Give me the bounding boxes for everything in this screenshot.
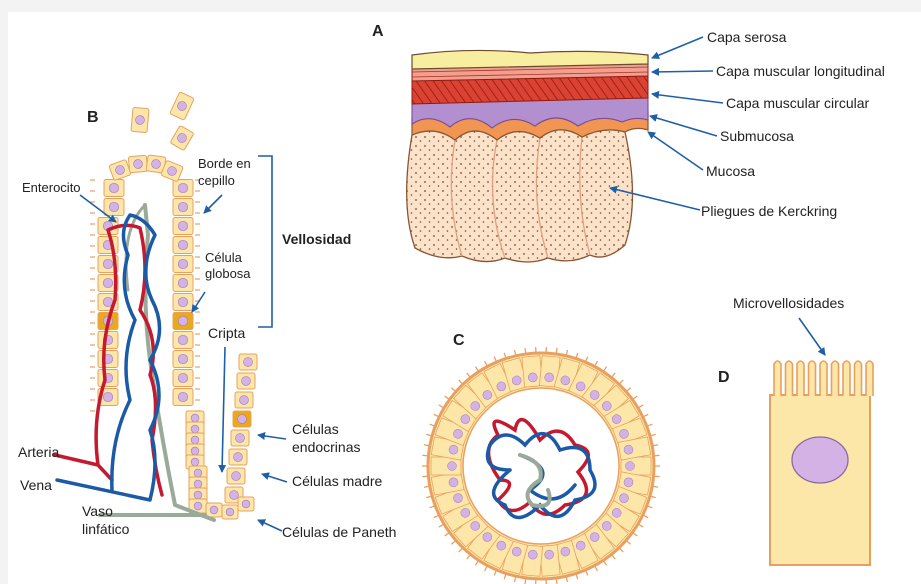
label-paneth: Células de Paneth [282, 524, 396, 540]
panel-a-wall-section [407, 50, 648, 262]
microvillus [820, 361, 827, 396]
epithelial-cell [238, 497, 254, 511]
label-enterocito: Enterocito [22, 180, 81, 195]
label-mucosa: Mucosa [706, 163, 755, 179]
epithelial-cell [170, 92, 195, 121]
epithelial-cell [173, 199, 193, 216]
epithelial-cell [104, 199, 124, 216]
label-vellosidad: Vellosidad [282, 231, 351, 247]
label-circular: Capa muscular circular [726, 95, 869, 111]
epithelial-cell [173, 389, 193, 406]
epithelial-cell [173, 351, 193, 368]
microvilli [774, 361, 873, 396]
microvillus [774, 361, 781, 396]
label-arteria: Arteria [18, 444, 59, 460]
label-vaso-1: Vaso [82, 503, 113, 519]
epithelial-cell [173, 294, 193, 311]
epithelial-cell [227, 468, 245, 484]
epithelial-cell [173, 370, 193, 387]
label-borde-1: Borde en [198, 156, 251, 171]
panel-label-c: C [453, 332, 465, 349]
label-vaso-2: linfático [82, 521, 130, 537]
endocrine-cell [233, 411, 251, 427]
epithelial-cell [239, 354, 257, 370]
epithelial-cell [237, 373, 255, 389]
label-kerckring: Pliegues de Kerckring [701, 203, 837, 219]
epithelial-cell [173, 256, 193, 273]
label-cripta: Cripta [208, 325, 246, 341]
endocrine-cell [173, 313, 193, 330]
microvillus [809, 361, 816, 396]
microvillus [797, 361, 804, 396]
epithelial-cell [173, 332, 193, 349]
label-submucosa: Submucosa [720, 128, 794, 144]
epithelial-cell [98, 237, 118, 254]
label-endocrinas-1: Células [292, 421, 339, 437]
epithelial-cell [98, 332, 118, 349]
epithelial-cell [104, 180, 124, 197]
epithelial-cell [173, 275, 193, 292]
epithelial-cell [173, 218, 193, 235]
epithelial-cell [222, 505, 238, 519]
epithelial-cell [109, 159, 131, 180]
epithelial-cell [229, 449, 247, 465]
label-microvellosidades: Microvellosidades [733, 295, 844, 311]
epithelial-cell [128, 155, 147, 173]
epithelial-cell [98, 351, 118, 368]
label-vena: Vena [20, 477, 52, 493]
panel-label-a: A [372, 23, 384, 40]
epithelial-cell [98, 370, 118, 387]
epithelial-cell [206, 503, 222, 517]
epithelial-cell [173, 180, 193, 197]
microvillus [786, 361, 793, 396]
label-serosa: Capa serosa [707, 29, 787, 45]
microvillus [855, 361, 862, 396]
panel-d-enterocyte [770, 361, 873, 565]
label-borde-2: cepillo [198, 173, 235, 188]
microvillus [866, 361, 873, 396]
epithelial-cell [131, 107, 149, 132]
microvillus [843, 361, 850, 396]
label-globosa-1: Célula [205, 250, 243, 265]
panel-label-d: D [718, 369, 730, 386]
label-endocrinas-2: endocrinas [292, 439, 361, 455]
microvilli-arrow [799, 318, 825, 355]
epithelial-cell [173, 237, 193, 254]
label-madre: Células madre [292, 473, 382, 489]
villus-bracket [258, 156, 272, 327]
microvillus [832, 361, 839, 396]
epithelial-cell [170, 125, 194, 150]
panel-label-b: B [87, 109, 99, 126]
label-globosa-2: globosa [205, 266, 251, 281]
enterocyte-nucleus [792, 437, 848, 483]
label-longitudinal: Capa muscular longitudinal [716, 63, 885, 79]
epithelial-cell [235, 392, 253, 408]
epithelial-cell [231, 430, 249, 446]
